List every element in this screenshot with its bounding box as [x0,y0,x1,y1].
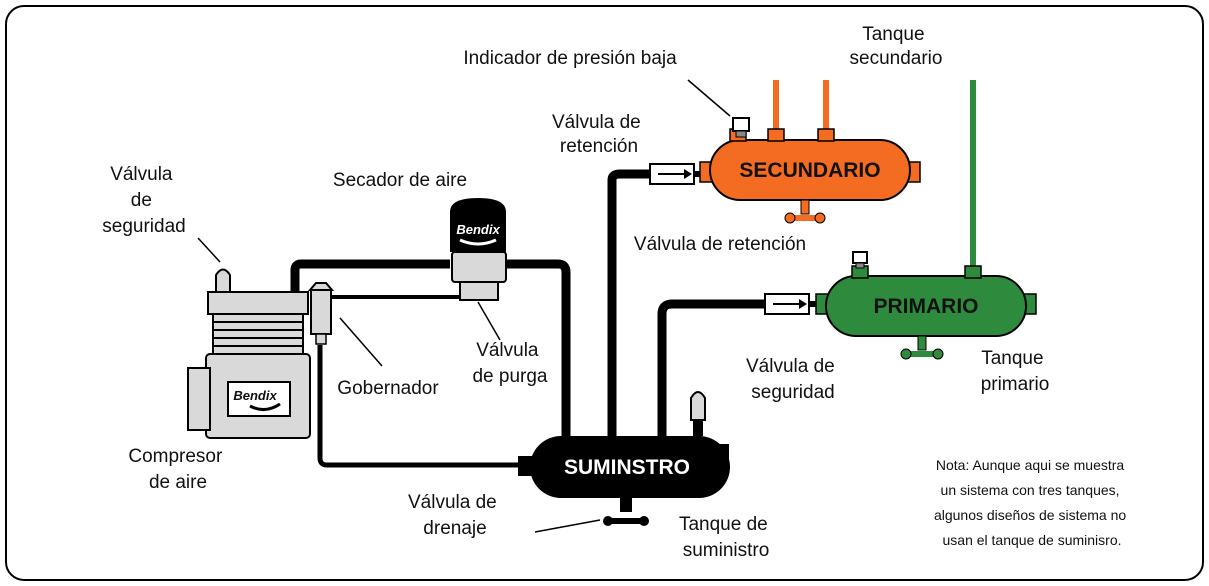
primary-pressure-indicator [852,251,868,269]
label-secondary-tank: Tanque secundario [850,24,943,69]
air-lines [290,169,765,468]
label-air-dryer: Secador de aire [333,170,467,191]
label-purge-valve: Válvula de purga [472,340,547,387]
supply-primary-line [657,299,765,450]
primary-check-valve [764,293,810,315]
label-supply-tank: Tanque de suministro [679,514,773,561]
label-governor: Gobernador [337,378,439,399]
secondary-output-pipes [773,80,829,132]
label-safety-valve-top: Válvula de seguridad [102,164,185,237]
supply-tank: SUMINSTRO [518,436,730,526]
compressor-dryer-line [290,259,450,292]
governor-supply-line [317,345,530,468]
leader-lines [197,79,731,533]
label-primary-tank: Tanque primario [981,348,1050,395]
label-drain-valve: Válvula de drenaje [408,492,502,539]
air-dryer: Bendix [450,198,507,301]
label-check-valve-mid: Válvula de retención [634,234,806,255]
supply-secondary-line [607,169,650,448]
air-compressor: Bendix [187,268,311,439]
secondary-tank: SECUNDARIO [699,128,921,224]
governor [307,282,335,345]
label-compressor: Compresor de aire [128,446,227,493]
note-text: Nota: Aunque aqui se muestra un sistema … [934,457,1130,548]
label-low-pressure-indicator: Indicador de presión baja [463,48,677,69]
low-pressure-indicator [732,117,750,138]
primary-tank-label: PRIMARIO [874,295,979,318]
secondary-tank-label: SECUNDARIO [739,159,880,182]
supply-safety-valve [690,391,706,436]
compressor-brand: Bendix [233,388,277,403]
dryer-brand: Bendix [456,222,500,237]
supply-tank-label: SUMINSTRO [564,456,690,479]
secondary-check-valve [649,163,695,185]
dryer-supply-line [505,259,571,452]
label-safety-valve-mid: Válvula de seguridad [746,356,840,403]
label-check-valve-top: Válvula de retención [552,112,646,157]
primary-tank: PRIMARIO [815,265,1037,360]
